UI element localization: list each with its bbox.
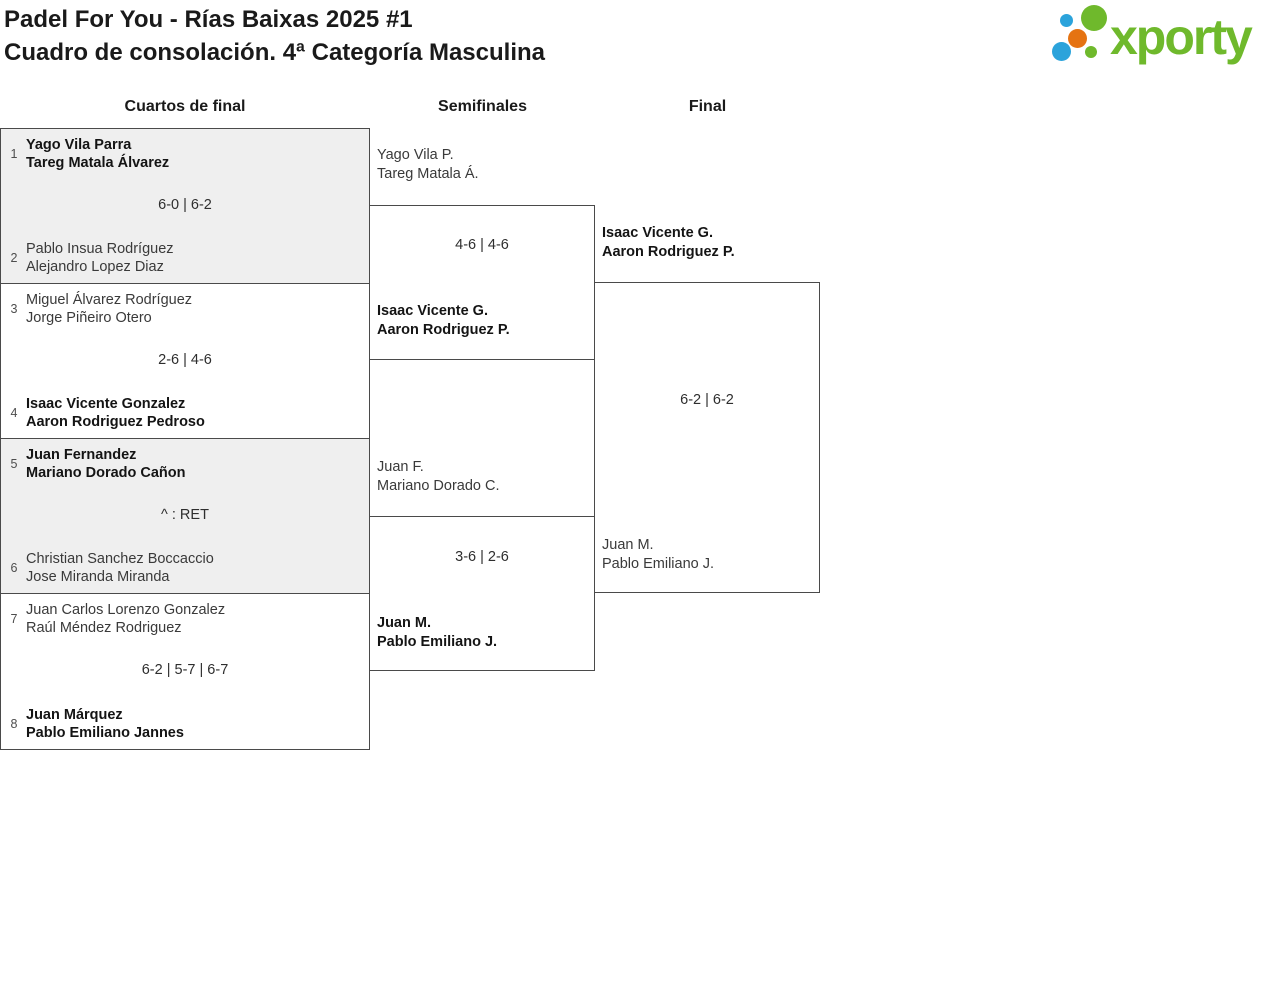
player-name: Christian Sanchez Boccaccio	[26, 551, 214, 567]
match-score: ^ : RET	[161, 507, 209, 523]
team-entry: Pablo Insua Rodríguez Alejandro Lopez Di…	[26, 240, 174, 276]
team-entry: Juan M. Pablo Emiliano J.	[377, 614, 497, 651]
team-entry: Yago Vila Parra Tareg Matala Álvarez	[26, 136, 169, 172]
player-name: Isaac Vicente G.	[602, 225, 713, 241]
seed-number: 1	[10, 147, 18, 161]
team-entry: Juan M. Pablo Emiliano J.	[602, 536, 714, 573]
team-entry: Juan F. Mariano Dorado C.	[377, 458, 500, 495]
player-name: Jose Miranda Miranda	[26, 569, 170, 585]
match-score: 6-2 | 5-7 | 6-7	[141, 662, 229, 678]
team-entry: Miguel Álvarez Rodríguez Jorge Piñeiro O…	[26, 291, 192, 327]
player-name: Yago Vila P.	[377, 147, 454, 163]
player-name: Tareg Matala Á.	[377, 165, 479, 182]
logo-dot-icon	[1060, 14, 1073, 27]
player-name: Pablo Insua Rodríguez	[26, 241, 174, 257]
player-name: Yago Vila Parra	[26, 137, 132, 153]
player-name: Pablo Emiliano J.	[377, 633, 498, 650]
player-name: Raúl Méndez Rodriguez	[26, 620, 182, 636]
header: Padel For You - Rías Baixas 2025 #1 Cuad…	[4, 3, 545, 69]
player-name: Aaron Rodriguez P.	[377, 321, 510, 338]
player-name: Juan Fernandez	[26, 447, 137, 463]
team-entry: Isaac Vicente G. Aaron Rodriguez P.	[377, 302, 510, 339]
player-name: Mariano Dorado C.	[377, 477, 500, 494]
player-name: Miguel Álvarez Rodríguez	[26, 292, 193, 308]
logo-dot-icon	[1081, 5, 1107, 31]
seed-number: 4	[10, 406, 18, 420]
final-match-box	[594, 282, 820, 593]
player-name: Aaron Rodriguez Pedroso	[26, 414, 205, 430]
team-entry: Juan Fernandez Mariano Dorado Cañon	[26, 446, 186, 482]
round-header-final: Final	[688, 98, 727, 115]
logo-wordmark: xporty	[1110, 9, 1253, 65]
quarterfinals-column: 1 Yago Vila Parra Tareg Matala Álvarez 6…	[0, 128, 370, 750]
seed-number: 2	[10, 251, 18, 265]
match-score: 6-0 | 6-2	[158, 197, 212, 213]
seed-number: 7	[10, 612, 18, 626]
sf-match-2-box	[369, 516, 595, 671]
team-entry: Isaac Vicente G. Aaron Rodriguez P.	[602, 224, 735, 261]
match-score: 4-6 | 4-6	[455, 237, 509, 253]
seed-number: 8	[10, 717, 18, 731]
qf-match-3: 5 Juan Fernandez Mariano Dorado Cañon ^ …	[1, 439, 369, 594]
player-name: Jorge Piñeiro Otero	[26, 310, 152, 326]
player-name: Tareg Matala Álvarez	[26, 155, 170, 171]
player-name: Pablo Emiliano Jannes	[26, 725, 184, 741]
player-name: Juan Márquez	[26, 707, 123, 723]
player-name: Aaron Rodriguez P.	[602, 243, 735, 260]
player-name: Juan M.	[377, 615, 431, 631]
team-entry: Juan Carlos Lorenzo Gonzalez Raúl Méndez…	[26, 601, 225, 637]
player-name: Isaac Vicente Gonzalez	[26, 396, 186, 412]
qf-match-4: 7 Juan Carlos Lorenzo Gonzalez Raúl Ménd…	[1, 594, 369, 749]
qf-match-2: 3 Miguel Álvarez Rodríguez Jorge Piñeiro…	[1, 284, 369, 439]
match-score: 3-6 | 2-6	[455, 549, 509, 565]
qf-match-1: 1 Yago Vila Parra Tareg Matala Álvarez 6…	[1, 129, 369, 284]
player-name: Pablo Emiliano J.	[602, 555, 715, 572]
seed-number: 6	[10, 561, 18, 575]
player-name: Juan M.	[602, 537, 654, 553]
player-name: Mariano Dorado Cañon	[26, 465, 186, 481]
player-name: Alejandro Lopez Diaz	[26, 259, 164, 275]
player-name: Isaac Vicente G.	[377, 303, 488, 319]
team-entry: Christian Sanchez Boccaccio Jose Miranda…	[26, 550, 214, 586]
logo-dot-icon	[1085, 46, 1097, 58]
logo-dot-icon	[1068, 29, 1087, 48]
match-score: 2-6 | 4-6	[158, 352, 212, 368]
team-entry: Isaac Vicente Gonzalez Aaron Rodriguez P…	[26, 395, 205, 431]
round-header-quarterfinals: Cuartos de final	[124, 98, 246, 115]
xporty-logo[interactable]: xporty	[1050, 0, 1280, 70]
seed-number: 5	[10, 457, 18, 471]
round-header-semifinals: Semifinales	[438, 98, 527, 115]
seed-number: 3	[10, 302, 18, 316]
tournament-title: Padel For You - Rías Baixas 2025 #1	[4, 6, 413, 33]
bracket-subtitle: Cuadro de consolación. 4ª Categoría Masc…	[4, 39, 546, 66]
player-name: Juan Carlos Lorenzo Gonzalez	[26, 602, 226, 618]
team-entry: Juan Márquez Pablo Emiliano Jannes	[26, 706, 184, 742]
logo-dot-icon	[1052, 42, 1071, 61]
match-score: 6-2 | 6-2	[680, 392, 734, 408]
player-name: Juan F.	[377, 459, 424, 475]
team-entry: Yago Vila P. Tareg Matala Á.	[377, 146, 479, 183]
